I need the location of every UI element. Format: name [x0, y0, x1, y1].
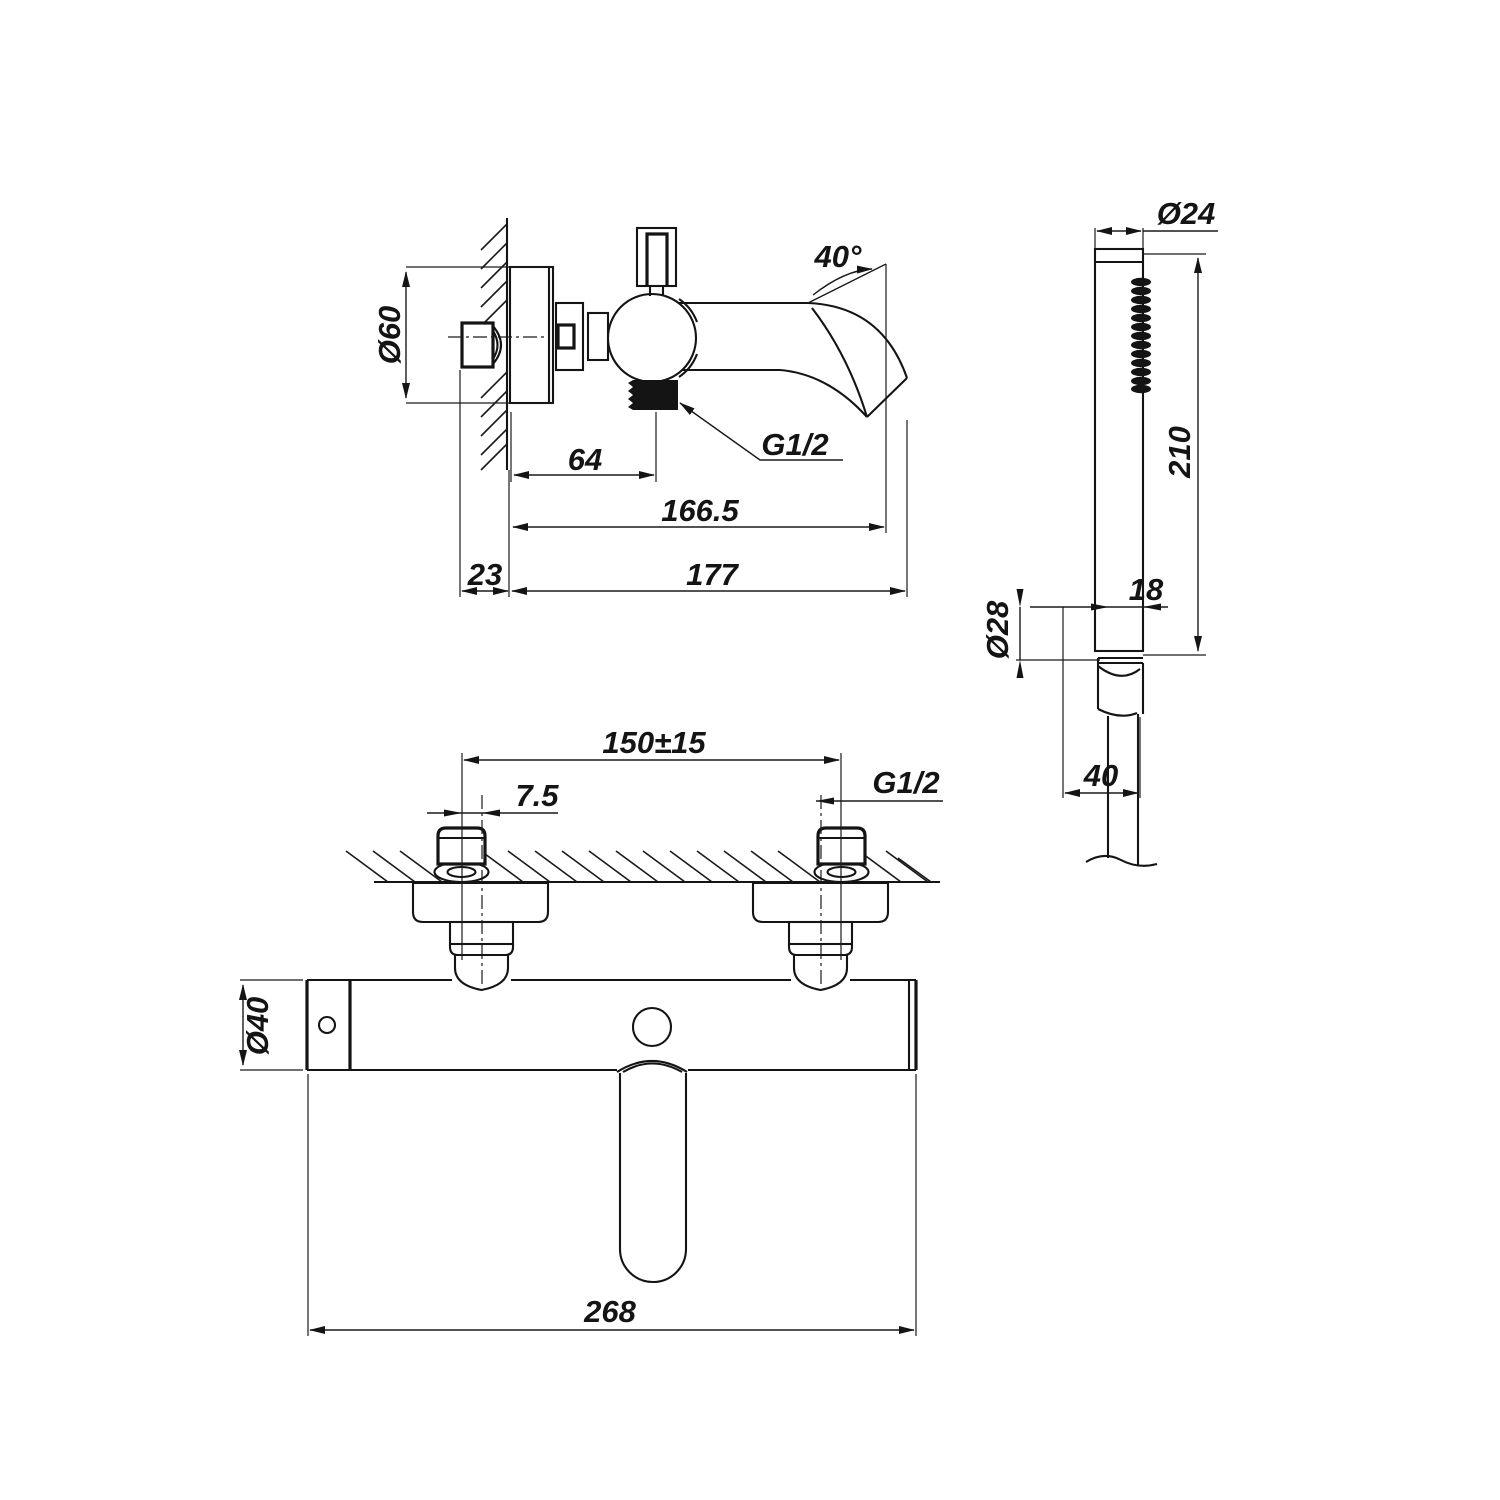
dim-label-7-5: 7.5 [515, 778, 559, 813]
dim-label-177: 177 [686, 557, 739, 592]
dim-holder-offset: 18 [1030, 572, 1168, 611]
dim-label-18: 18 [1129, 572, 1164, 607]
end-cap-button [317, 1015, 337, 1035]
wall-hatch-horizontal [345, 850, 932, 883]
threaded-outlet [628, 380, 678, 410]
thread-label-front: G1/2 [872, 765, 939, 800]
dim-label-64: 64 [568, 442, 602, 477]
dim-eccentric-offset: 7.5 [427, 778, 559, 817]
valve-body-back-arc-bottom [678, 353, 698, 378]
shower-wand [1093, 247, 1145, 653]
valve-body [606, 292, 698, 384]
grip-beads [1131, 277, 1151, 394]
dim-holder-depth: 40 [1062, 607, 1141, 798]
union-nut [460, 321, 495, 369]
mixer-bar-body [305, 978, 918, 1072]
leader-thread-front: G1/2 [816, 765, 943, 805]
dim-label-23: 23 [467, 557, 502, 592]
dim-23-177: 23 177 [459, 370, 908, 597]
dim-body-diameter: Ø40 [239, 979, 303, 1071]
dim-label-o24: Ø24 [1157, 196, 1216, 231]
dim-label-40: 40 [1083, 758, 1118, 793]
dim-label-o60: Ø60 [372, 306, 407, 365]
dim-label-o40: Ø40 [240, 997, 275, 1056]
leader-thread: G1/2 [679, 402, 843, 462]
mixer-front-view: 150±15 7.5 G1/2 [239, 725, 943, 1336]
valve-body-back-arc-top [678, 298, 698, 323]
dim-label-o28: Ø28 [980, 600, 1015, 659]
dim-label-166-5: 166.5 [661, 493, 739, 528]
dim-handle-diameter: Ø24 [1094, 196, 1218, 249]
angle-label: 40° [814, 239, 862, 274]
dim-inlet-spacing: 150±15 [463, 725, 840, 764]
dim-escutcheon-diameter: Ø60 [372, 266, 553, 404]
hand-shower-view: Ø24 210 18 [980, 196, 1218, 867]
dim-label-210: 210 [1162, 426, 1197, 479]
body-connector [554, 301, 585, 372]
dim-64: 64 [510, 412, 657, 482]
diverter-handle-inner [645, 232, 669, 286]
angle-arc [812, 265, 873, 296]
dim-label-150: 150±15 [602, 725, 706, 760]
dim-holder-diameter: Ø28 [980, 589, 1100, 678]
angle-line [807, 263, 887, 304]
spout [679, 301, 908, 418]
dim-166-5: 166.5 [512, 264, 887, 533]
diverter-button [631, 1006, 673, 1048]
wall-hatch-vertical [480, 223, 508, 471]
mixer-lever [616, 1060, 688, 1284]
dim-body-length: 268 [307, 1074, 917, 1336]
spout-side-view: 40° Ø60 G1/2 64 166.5 [372, 218, 908, 597]
dim-handle-length: 210 [1143, 253, 1206, 656]
dim-label-268: 268 [583, 1294, 636, 1329]
diverter-handle [635, 226, 678, 288]
wall-holder [1096, 656, 1145, 717]
thread-label: G1/2 [761, 427, 828, 462]
body-connector-notch [556, 323, 576, 350]
